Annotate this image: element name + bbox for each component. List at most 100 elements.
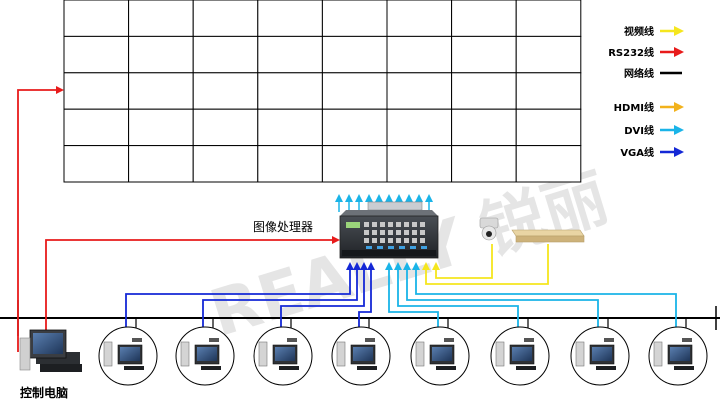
processor-led — [410, 246, 416, 249]
legend-label: HDMI线 — [614, 101, 654, 114]
legend-label: DVI线 — [624, 124, 654, 137]
media-player-front — [515, 235, 585, 243]
wall-screen-cell — [386, 145, 453, 183]
workstation — [253, 318, 313, 386]
wall-screen-cell — [128, 108, 194, 147]
processor-port — [404, 238, 409, 243]
processor-port — [388, 222, 393, 227]
wall-screen-cell — [386, 0, 453, 37]
wall-screen-cell — [515, 108, 582, 147]
processor-port — [396, 238, 401, 243]
processor-port — [420, 222, 425, 227]
processor-display — [346, 222, 360, 228]
processor-top-panel — [367, 201, 423, 211]
wall-screen-cell — [63, 108, 130, 147]
legend-arrowhead-icon — [674, 102, 684, 112]
dvi-line — [403, 262, 599, 340]
control-pc-keyboard-front — [40, 364, 82, 372]
wall-screen-cell — [321, 72, 388, 110]
dvi-line — [412, 262, 677, 340]
workstation-screen — [512, 347, 532, 361]
workstation-screen — [670, 347, 690, 361]
wall-screen-cell — [192, 145, 259, 183]
workstation-screen — [432, 347, 452, 361]
wall-screen-cell — [128, 0, 194, 37]
workstation-keyboard — [674, 366, 694, 370]
legend-arrowhead-icon — [674, 147, 684, 157]
workstation-tower — [258, 341, 268, 367]
wall-screen-cell — [63, 72, 130, 110]
workstation-keyboard — [357, 366, 377, 370]
processor-led — [421, 246, 427, 249]
processor-port — [404, 222, 409, 227]
control-pc-tower — [19, 337, 31, 371]
workstation-keyboard — [596, 366, 616, 370]
wall-screen-cell — [321, 35, 388, 74]
legend-arrowhead-icon — [674, 125, 684, 135]
workstation-keyboard — [279, 366, 299, 370]
wall-screen-cell — [386, 35, 453, 74]
workstation-network-switch — [287, 338, 297, 342]
wall-screen-cell — [515, 72, 582, 110]
wall-screen-cell — [451, 0, 517, 37]
workstation-links — [125, 262, 677, 340]
rs232-line-processor — [45, 236, 340, 345]
wall-screen-cell — [451, 35, 517, 74]
vga-line — [280, 262, 368, 340]
processor-port — [404, 230, 409, 235]
processor-port — [388, 238, 393, 243]
processor-port — [396, 222, 401, 227]
wall-screen-cell — [192, 0, 259, 37]
workstation-keyboard — [436, 366, 456, 370]
legend-arrowhead-icon — [674, 47, 684, 57]
rs232-line-wall — [17, 86, 64, 352]
video-line-player — [422, 244, 549, 285]
processor-port — [380, 230, 385, 235]
video-wall — [63, 0, 582, 183]
legend-label: RS232线 — [608, 46, 654, 59]
dvi-line — [385, 262, 439, 340]
wall-screen-cell — [192, 108, 259, 147]
workstation-network-switch — [682, 338, 692, 342]
processor-port — [412, 222, 417, 227]
image-processor — [339, 201, 439, 259]
workstation-tower — [180, 341, 190, 367]
workstation-tower — [103, 341, 113, 367]
vga-line — [125, 262, 354, 340]
media-player-top — [511, 229, 585, 237]
workstation — [331, 318, 391, 386]
wall-screen-cell — [321, 145, 388, 183]
workstations — [98, 318, 708, 386]
processor-port — [412, 238, 417, 243]
camera-lens-icon — [486, 231, 492, 237]
workstation-keyboard — [124, 366, 144, 370]
workstation-tower — [575, 341, 585, 367]
wall-screen-cell — [257, 35, 323, 74]
wall-screen-cell — [257, 108, 323, 147]
processor-port — [420, 238, 425, 243]
wall-screen-cell — [63, 0, 130, 37]
wall-screen-cell — [128, 35, 194, 74]
control-pc — [19, 329, 82, 372]
processor-port — [412, 230, 417, 235]
wall-screen-cell — [451, 72, 517, 110]
workstation-keyboard — [201, 366, 221, 370]
processor-port — [380, 222, 385, 227]
processor-port — [372, 238, 377, 243]
workstation-tower — [336, 341, 346, 367]
wall-screen-cell — [321, 108, 388, 147]
wall-screen-cell — [192, 72, 259, 110]
wall-screen-cell — [63, 35, 130, 74]
workstation-tower — [653, 341, 663, 367]
processor-led — [366, 246, 372, 249]
wall-screen-cell — [63, 145, 130, 183]
vga-line — [202, 262, 361, 340]
workstation-tower — [415, 341, 425, 367]
video-line-camera — [432, 244, 493, 279]
workstation — [490, 318, 550, 386]
wall-screen-cell — [515, 0, 582, 37]
workstation-network-switch — [209, 338, 219, 342]
